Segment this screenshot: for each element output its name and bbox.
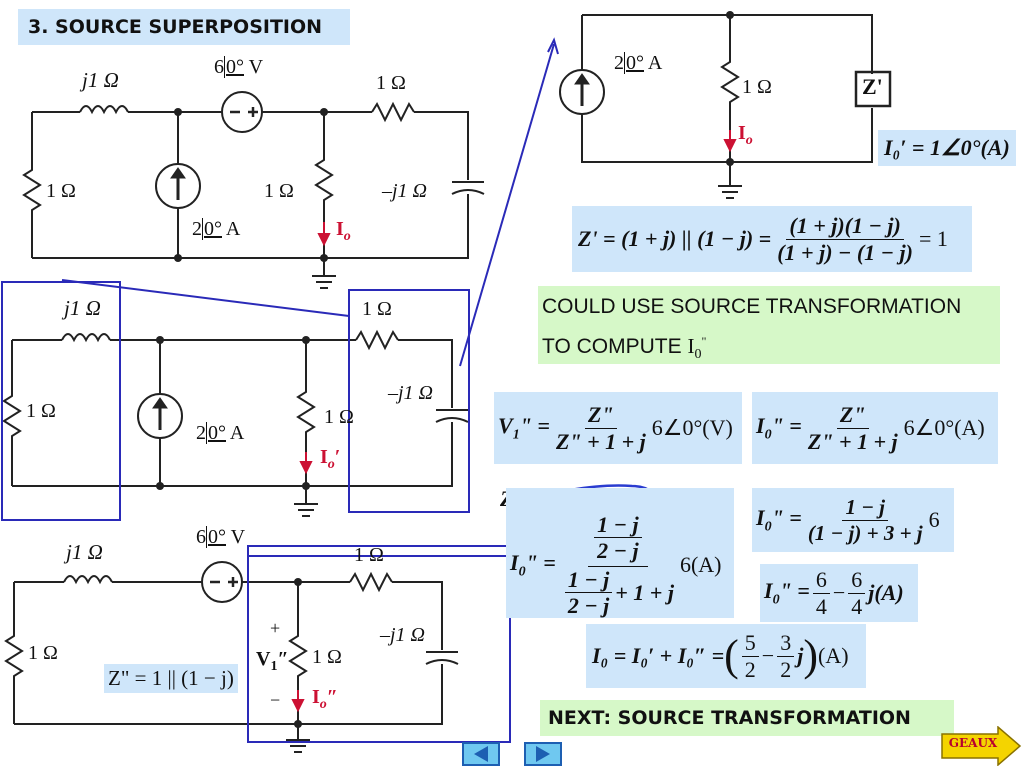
next-topic-label: NEXT: SOURCE TRANSFORMATION: [540, 700, 954, 736]
label-r-mid-c1: 1 Ω: [264, 180, 294, 202]
label-r-top-c3: 1 Ω: [354, 544, 384, 566]
geaux-label: GEAUX: [948, 736, 998, 750]
label-r-c4: 1 Ω: [742, 76, 772, 98]
label-v1-c3: V1″: [256, 648, 289, 674]
label-cap-c3: –j1 Ω: [380, 624, 426, 646]
label-r-mid-c3: 1 Ω: [312, 646, 342, 668]
arrow-right-icon: [941, 725, 1022, 767]
label-r-top-c2: 1 Ω: [362, 298, 392, 320]
eq-zprime: Z' = (1 + j) || (1 − j) = (1 + j)(1 − j)…: [572, 206, 972, 272]
label-cap-c2: –j1 Ω: [388, 382, 434, 404]
label-io-c4: Io: [738, 122, 753, 148]
zdd-definition: Z" = 1 || (1 − j): [104, 664, 238, 693]
label-r-mid-c2: 1 Ω: [324, 406, 354, 428]
label-cap-c1: –j1 Ω: [382, 180, 428, 202]
triangle-right-icon: [536, 746, 550, 762]
label-r-left-c3: 1 Ω: [28, 642, 58, 664]
label-r-top-c1: 1 Ω: [376, 72, 406, 94]
circuit-voltage-source: [4, 561, 459, 753]
eq-io-prime: I₀′ = 1∠0°(A): [878, 130, 1016, 166]
zprime-box-label: Z': [862, 74, 883, 99]
label-plus-c3: +: [270, 618, 281, 638]
triangle-left-icon: [474, 746, 488, 762]
eq-io-dprime: I0" = Z"Z" + 1 + j 6∠0°(A): [752, 392, 998, 464]
label-minus-c3: −: [270, 690, 281, 710]
label-io-prime-c2: Io′: [320, 446, 341, 472]
label-j1-c2: j1 Ω: [64, 296, 101, 320]
next-slide-button[interactable]: [524, 742, 562, 766]
prev-slide-button[interactable]: [462, 742, 500, 766]
note-source-transform: COULD USE SOURCE TRANSFORMATION TO COMPU…: [538, 286, 1000, 364]
eq-simplified: I0" = 1 − j(1 − j) + 3 + j 6: [752, 488, 954, 552]
eq-v1: V1" = Z"Z" + 1 + j 6∠0°(V): [494, 392, 742, 464]
label-j1-c1: j1 Ω: [82, 68, 119, 92]
label-r-left-c2: 1 Ω: [26, 400, 56, 422]
label-r-left-c1: 1 Ω: [46, 180, 76, 202]
geaux-button[interactable]: GEAUX: [940, 725, 1022, 767]
label-io-dprime-c3: Io″: [312, 686, 338, 712]
label-io-c1: Io: [336, 218, 351, 244]
label-j1-c3: j1 Ω: [66, 540, 103, 564]
slide-title: 3. SOURCE SUPERPOSITION: [18, 9, 350, 45]
circuit-equivalent: [559, 14, 892, 199]
